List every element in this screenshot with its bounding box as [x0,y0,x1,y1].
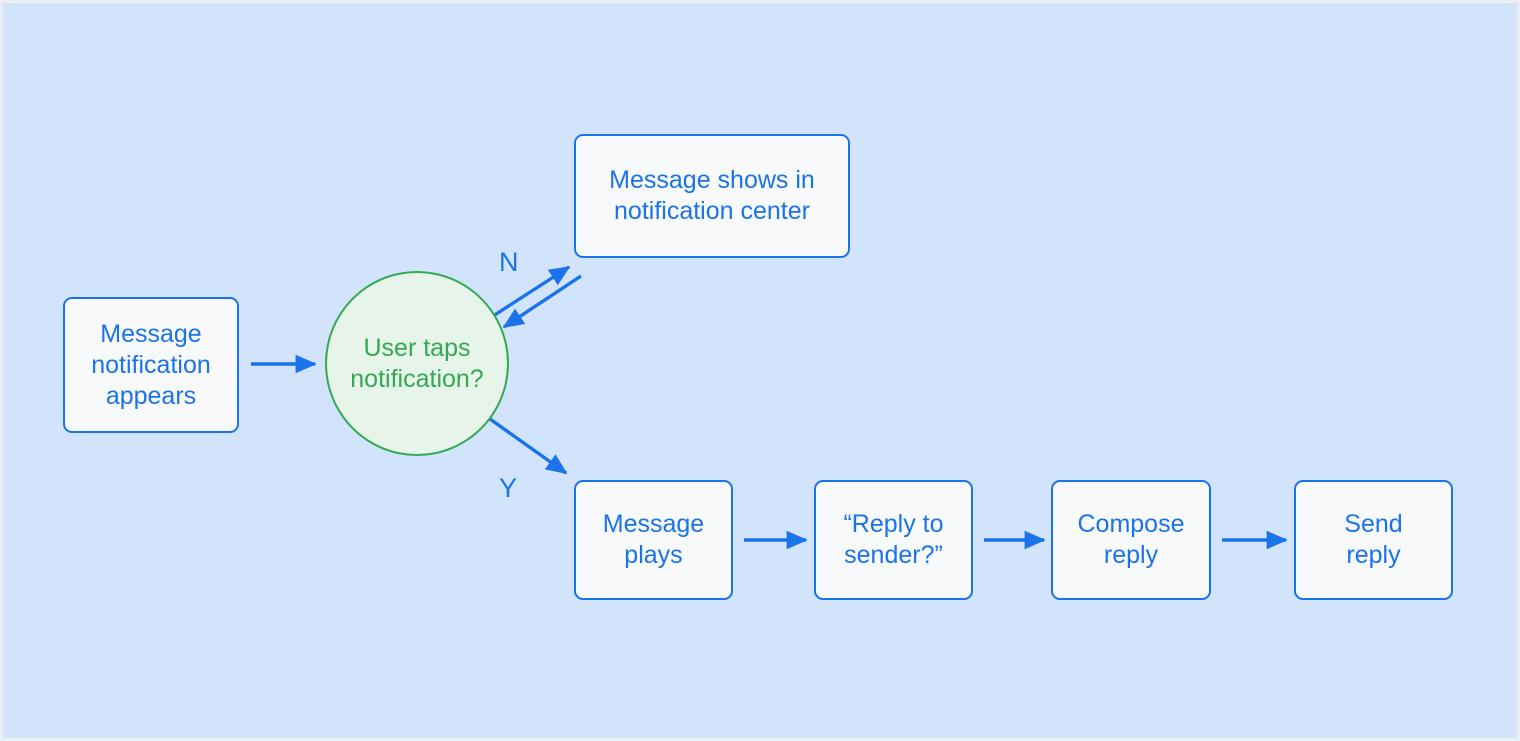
node-message-shows-in-notification-center[interactable]: Message shows in notification center [574,134,850,258]
node-label: Message plays [602,510,705,569]
edge-decision-to-notif-center [489,265,571,320]
node-label: User taps notification? [350,333,484,393]
node-label: Message shows in notification center [609,166,815,225]
edge-decision-to-plays [489,417,568,475]
node-compose-reply[interactable]: Compose reply [1051,480,1211,600]
node-label: Send reply [1344,510,1403,569]
node-user-taps-notification[interactable]: User taps notification? [325,271,509,456]
node-send-reply[interactable]: Send reply [1294,480,1453,600]
edge-label-branch-yes: Y [499,473,518,503]
node-message-plays[interactable]: Message plays [574,480,733,600]
node-label: “Reply to sender?” [843,510,944,569]
edge-notif-center-to-decision [502,274,582,329]
node-message-notification-appears[interactable]: Message notification appears [63,297,239,433]
node-reply-to-sender[interactable]: “Reply to sender?” [814,480,973,600]
edge-label-branch-no: N [499,247,519,277]
node-label: Message notification appears [91,319,211,410]
node-label: Compose reply [1077,510,1185,569]
